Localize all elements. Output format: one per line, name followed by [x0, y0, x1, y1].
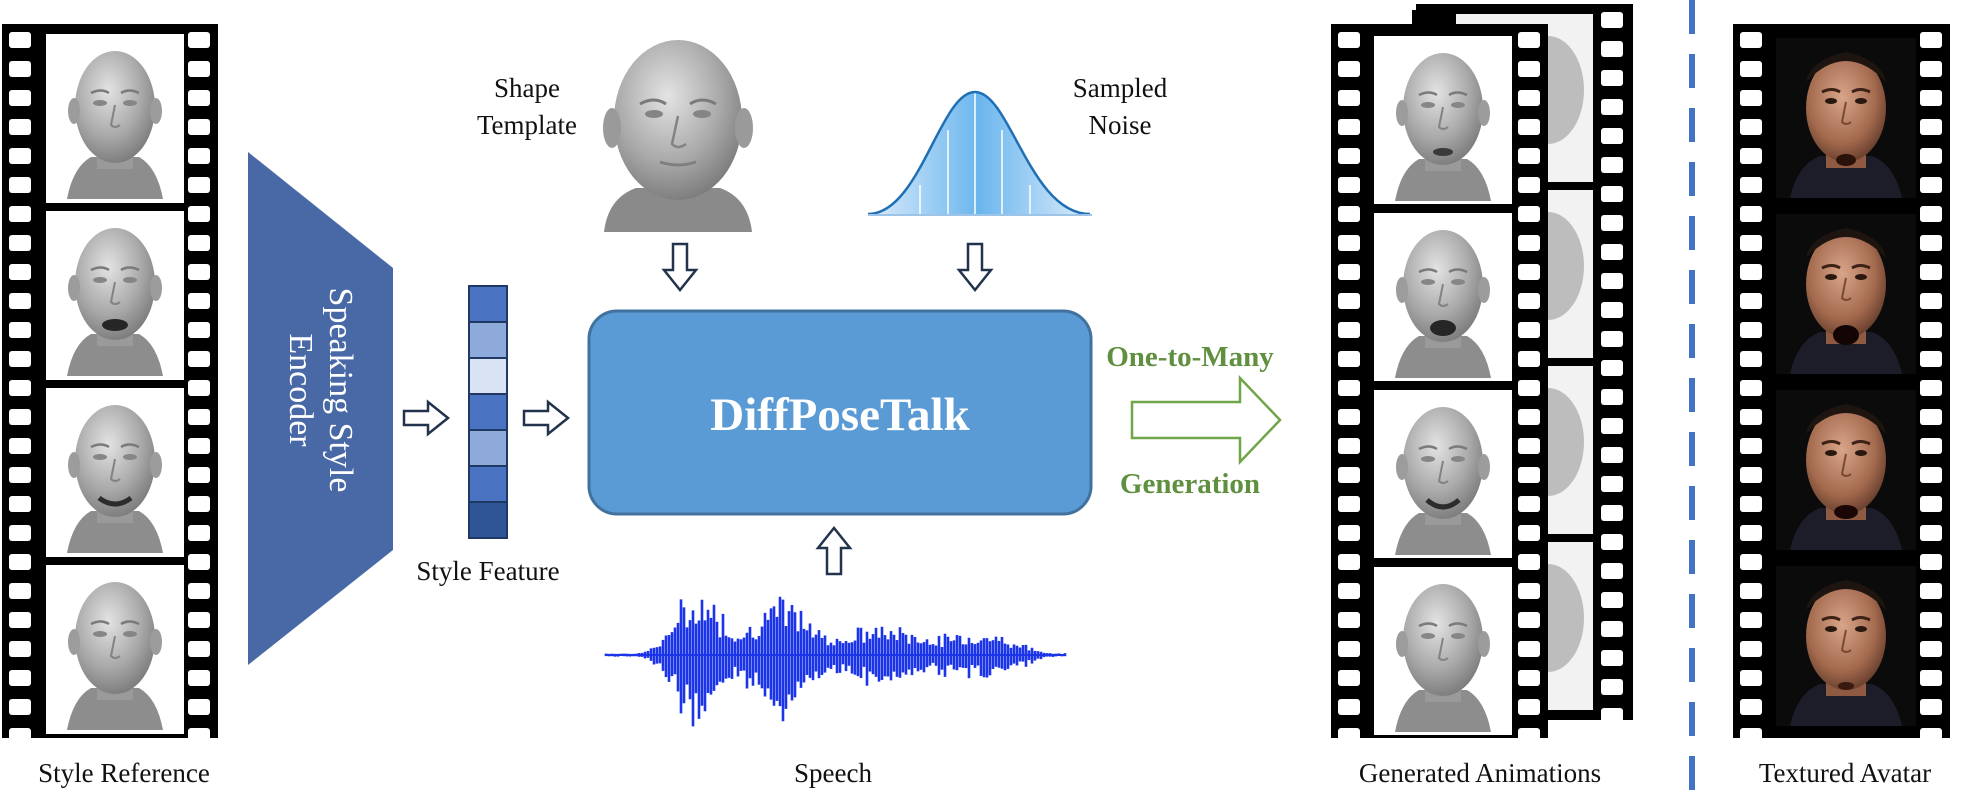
style-reference-filmstrip: [2, 24, 218, 744]
shape-template-face: [603, 40, 753, 232]
style-feature-cell: [468, 501, 508, 539]
style-reference-frame-2: [46, 211, 184, 380]
style-feature-cell: [468, 393, 508, 431]
shape-template-label-line1: Shape: [494, 73, 560, 103]
generated-animations-label: Generated Animations: [1359, 758, 1601, 788]
avatar-frame-3: [1774, 388, 1918, 552]
one-to-many-label: One-to-Many: [1106, 341, 1274, 373]
generated-frame-1: [1374, 36, 1512, 204]
sampled-noise-label-line2: Noise: [1089, 110, 1152, 140]
sampled-noise-label-line1: Sampled: [1073, 73, 1168, 103]
style-feature-cell: [468, 321, 508, 359]
textured-avatar-label: Textured Avatar: [1759, 758, 1931, 788]
gaussian-curve-icon: [867, 90, 1092, 216]
arrow-feature-to-model-icon: [522, 400, 570, 436]
style-reference-label: Style Reference: [38, 758, 210, 788]
generation-label: Generation: [1120, 468, 1260, 500]
style-feature-vector: [468, 285, 508, 539]
textured-face-icon: [1774, 212, 1918, 376]
style-feature-label: Style Feature: [416, 556, 559, 586]
textured-avatar-filmstrip: [1733, 24, 1950, 744]
style-reference-frame-3: [46, 388, 184, 557]
speech-waveform-icon: [604, 596, 1067, 727]
arrow-encoder-to-feature-icon: [402, 400, 450, 436]
generated-frame-4: [1374, 567, 1512, 735]
shape-template-label-line2: Template: [477, 110, 577, 140]
style-feature-cell: [468, 465, 508, 503]
arrow-speech-to-model-icon: [816, 526, 852, 576]
diffposetalk-model: DiffPoseTalk: [587, 309, 1093, 516]
one-to-many-arrow-icon: [1130, 374, 1282, 466]
style-reference-frame-1: [46, 34, 184, 203]
encoder-label-line1: Speaking Style: [322, 288, 359, 493]
model-name: DiffPoseTalk: [710, 389, 970, 441]
style-feature-cell: [468, 285, 508, 323]
arrow-template-to-model-icon: [662, 242, 698, 292]
textured-face-icon: [1774, 388, 1918, 552]
generated-filmstrip-front: [1331, 24, 1548, 744]
avatar-frame-4: [1774, 564, 1918, 728]
style-reference-frame-4: [46, 565, 184, 734]
generated-frame-3: [1374, 390, 1512, 558]
textured-face-icon: [1774, 564, 1918, 728]
style-feature-cell: [468, 429, 508, 467]
textured-face-icon: [1774, 36, 1918, 200]
generated-frame-2: [1374, 213, 1512, 381]
avatar-frame-1: [1774, 36, 1918, 200]
style-feature-cell: [468, 357, 508, 395]
encoder-label-line2: Encoder: [282, 333, 319, 447]
generated-animations-filmstrips: [1331, 4, 1633, 744]
speaking-style-encoder: Speaking Style Encoder: [248, 152, 393, 665]
avatar-frame-2: [1774, 212, 1918, 376]
arrow-noise-to-model-icon: [957, 242, 993, 292]
speech-label: Speech: [794, 758, 872, 788]
